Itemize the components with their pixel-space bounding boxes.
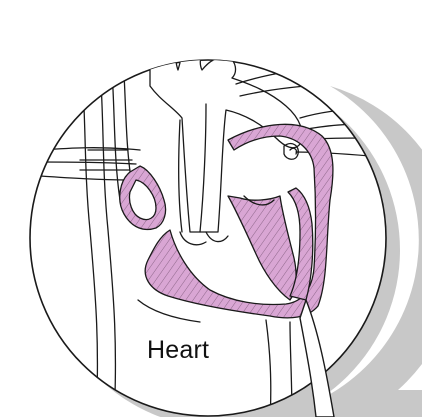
heart-label: Heart (147, 336, 209, 365)
